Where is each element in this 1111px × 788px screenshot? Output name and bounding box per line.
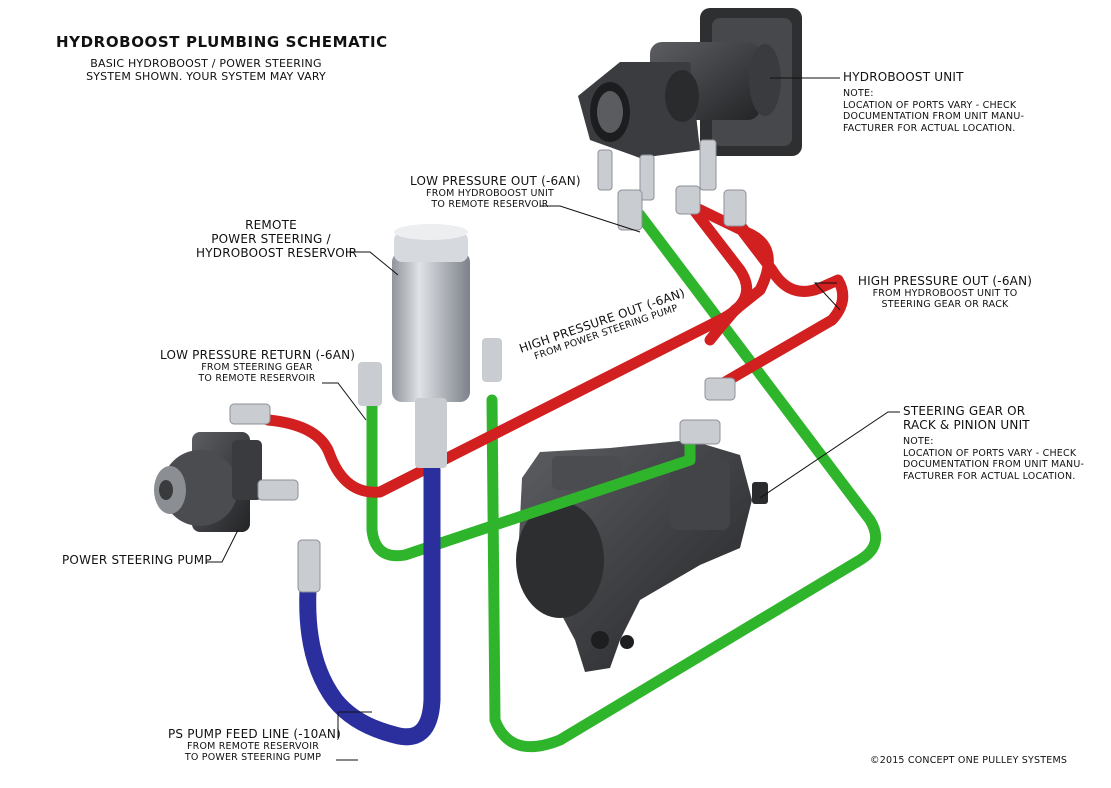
hydroboost-note-line: LOCATION OF PORTS VARY - CHECK <box>843 99 1017 111</box>
copyright-notice: ©2015 CONCEPT ONE PULLEY SYSTEMS <box>870 755 1068 766</box>
hydroboost-title: HYDROBOOST UNIT <box>843 70 964 84</box>
low-pressure-out-desc: FROM HYDROBOOST UNIT <box>426 188 554 200</box>
low-pressure-out-line <box>486 209 882 753</box>
subtitle-line-1: BASIC HYDROBOOST / POWER STEERING <box>90 57 322 70</box>
high-pressure-out-hb-line <box>714 222 849 391</box>
low-pressure-out-label: LOW PRESSURE OUT (-6AN) FROM HYDROBOOST … <box>410 174 581 211</box>
low-pressure-return-desc: FROM STEERING GEAR <box>201 362 313 374</box>
reservoir-title-line: REMOTE <box>245 218 297 232</box>
power-steering-pump-label: POWER STEERING PUMP <box>62 553 212 567</box>
remote-reservoir <box>358 224 502 468</box>
low-pressure-return-desc: TO REMOTE RESERVOIR <box>198 373 316 385</box>
low-pressure-out-title: LOW PRESSURE OUT (-6AN) <box>410 174 581 188</box>
hydroboost-note-line: FACTURER FOR ACTUAL LOCATION. <box>843 122 1016 134</box>
feed-line-desc: TO POWER STEERING PUMP <box>184 752 322 764</box>
high-pressure-out-pump-line <box>262 199 753 498</box>
low-pressure-out-desc: TO REMOTE RESERVOIR <box>431 199 549 211</box>
steering-gear-label: STEERING GEAR OR RACK & PINION UNIT NOTE… <box>903 404 1084 483</box>
hydroboost-note: NOTE: LOCATION OF PORTS VARY - CHECK DOC… <box>843 88 1024 134</box>
fittings <box>229 139 747 593</box>
hydroboost-label: HYDROBOOST UNIT NOTE: LOCATION OF PORTS … <box>843 70 1024 134</box>
steering-gear-note-line: LOCATION OF PORTS VARY - CHECK <box>903 447 1077 459</box>
feed-line-title: PS PUMP FEED LINE (-10AN) <box>168 727 341 741</box>
steering-gear-note-line: DOCUMENTATION FROM UNIT MANU- <box>903 459 1085 471</box>
low-pressure-return-title: LOW PRESSURE RETURN (-6AN) <box>160 348 356 362</box>
low-pressure-return-line <box>366 394 696 562</box>
steering-gear-title-line: STEERING GEAR OR <box>903 404 1026 418</box>
high-pressure-out-hb-desc: STEERING GEAR OR RACK <box>881 299 1009 311</box>
power-steering-pump <box>154 432 262 532</box>
steering-gear-note-line: FACTURER FOR ACTUAL LOCATION. <box>903 471 1076 483</box>
subtitle: BASIC HYDROBOOST / POWER STEERING SYSTEM… <box>76 57 336 84</box>
steering-gear-title-line: RACK & PINION UNIT <box>903 418 1030 433</box>
high-pressure-out-hb-label: HIGH PRESSURE OUT (-6AN) FROM HYDROBOOST… <box>850 274 1040 311</box>
leader-lines <box>206 77 900 761</box>
low-pressure-return-label: LOW PRESSURE RETURN (-6AN) FROM STEERING… <box>160 348 356 385</box>
reservoir-title-line: HYDROBOOST RESERVOIR <box>196 246 358 261</box>
hydroboost-note-line: DOCUMENTATION FROM UNIT MANU- <box>843 111 1025 123</box>
high-pressure-out-hb-title: HIGH PRESSURE OUT (-6AN) <box>857 274 1033 288</box>
steering-gear-note: NOTE: LOCATION OF PORTS VARY - CHECK DOC… <box>903 436 1084 482</box>
subtitle-line-2: SYSTEM SHOWN. YOUR SYSTEM MAY VARY <box>86 69 326 83</box>
hydroboost-note-line: NOTE: <box>843 88 874 100</box>
feed-line-desc: FROM REMOTE RESERVOIR <box>187 741 319 753</box>
steering-gear-note-line: NOTE: <box>903 436 934 448</box>
reservoir-label: REMOTE POWER STEERING / HYDROBOOST RESER… <box>196 218 358 261</box>
hydroboost-unit <box>578 8 802 158</box>
ps-pump-feed-line <box>299 461 441 746</box>
high-pressure-out-hb-desc: FROM HYDROBOOST UNIT TO <box>872 288 1018 300</box>
feed-line-label: PS PUMP FEED LINE (-10AN) FROM REMOTE RE… <box>168 727 341 764</box>
reservoir-title-line: POWER STEERING / <box>211 232 331 247</box>
page-title: HYDROBOOST PLUMBING SCHEMATIC <box>56 33 388 51</box>
